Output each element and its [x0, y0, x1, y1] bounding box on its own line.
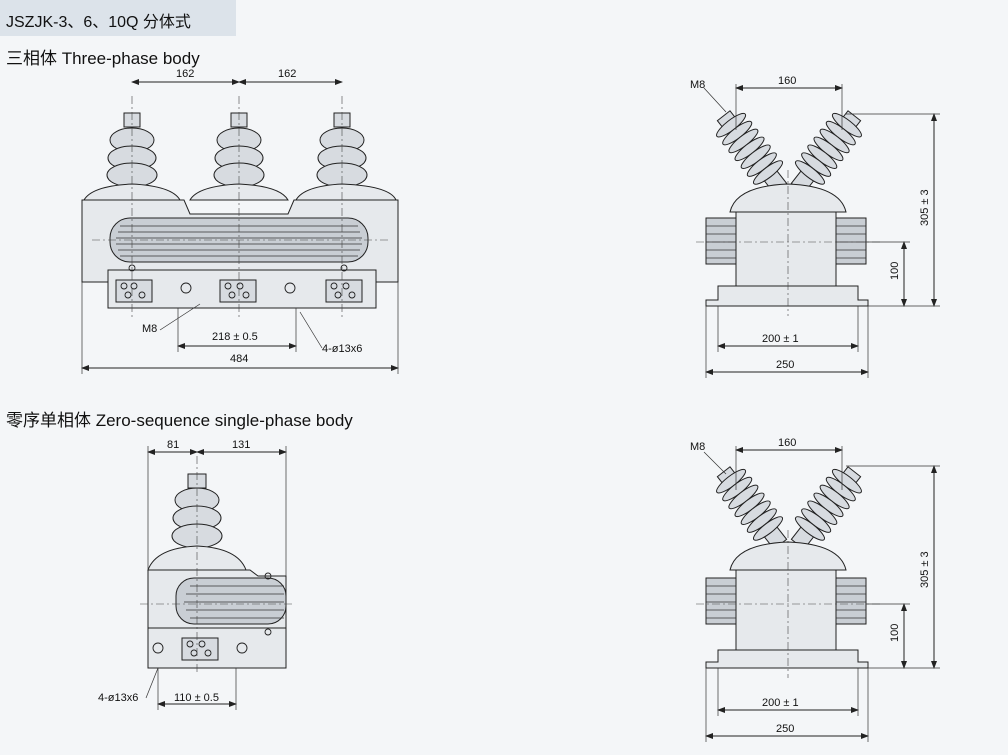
dim-81: 81 [167, 439, 179, 451]
side-bushing-left [716, 110, 788, 194]
side-bushing-right [790, 110, 862, 194]
dim-100: 100 [889, 262, 901, 280]
dim-484: 484 [230, 353, 248, 365]
side-body [735, 211, 837, 287]
dim-160: 160 [778, 75, 796, 87]
zero-sequence-side-view [696, 446, 940, 742]
title-bar: JSZJK-3、6、10Q 分体式 [0, 0, 236, 36]
side-base [705, 285, 869, 307]
side-coil-left [705, 217, 737, 265]
label-holes-zs: 4-ø13x6 [98, 692, 138, 704]
label-m8-zs-side: M8 [690, 441, 705, 453]
dim-162-b: 162 [278, 68, 296, 80]
dim-200-zs: 200 ± 1 [762, 697, 799, 709]
zero-sequence-front-view [140, 446, 292, 710]
dim-160-zs: 160 [778, 437, 796, 449]
three-phase-front-view [81, 79, 399, 374]
label-m8-side: M8 [690, 79, 705, 91]
page-title: JSZJK-3、6、10Q 分体式 [6, 14, 191, 31]
bushing-3 [295, 112, 397, 201]
dim-218: 218 ± 0.5 [212, 331, 258, 343]
dim-250-zs: 250 [776, 723, 794, 735]
dim-131: 131 [232, 439, 250, 451]
label-m8-front: M8 [142, 323, 157, 335]
three-phase-label: 三相体 Three-phase body [6, 49, 200, 68]
dim-305: 305 ± 3 [919, 189, 931, 226]
dim-305-zs: 305 ± 3 [919, 551, 931, 588]
side-coil-right [835, 217, 867, 265]
dim-162-a: 162 [176, 68, 194, 80]
zs-base [147, 627, 287, 669]
dim-110: 110 ± 0.5 [174, 692, 219, 704]
label-holes-front: 4-ø13x6 [322, 343, 362, 355]
dim-250: 250 [776, 359, 794, 371]
zs-core [175, 577, 287, 625]
zero-sequence-label: 零序单相体 Zero-sequence single-phase body [6, 411, 353, 430]
three-phase-side-view [696, 84, 940, 378]
dim-100-zs: 100 [889, 624, 901, 642]
dim-200: 200 ± 1 [762, 333, 799, 345]
